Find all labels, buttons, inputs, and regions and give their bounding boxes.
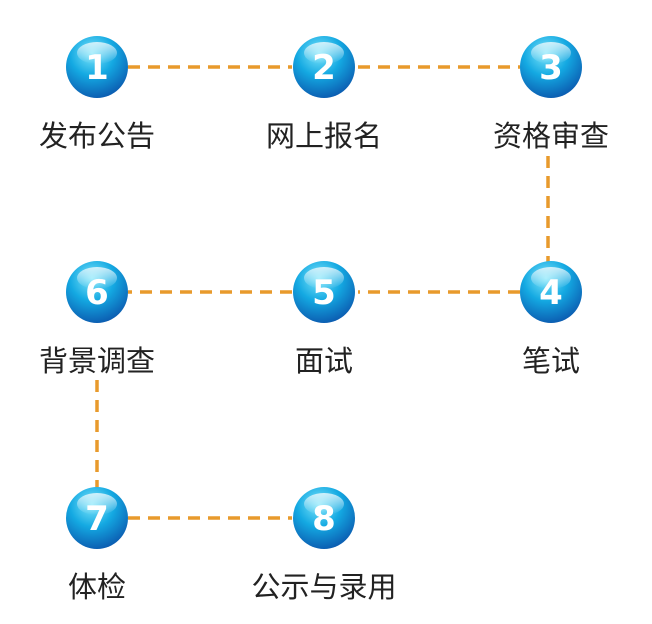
step-node-gloss: [77, 42, 117, 64]
step-label-8: 公示与录用: [251, 570, 396, 604]
step-number-2: 2: [312, 48, 336, 88]
step-node-gloss: [304, 42, 344, 64]
step-number-5: 5: [312, 273, 336, 313]
step-8: 8 公示与录用: [251, 487, 397, 604]
step-5: 5 面试: [293, 261, 355, 378]
step-number-4: 4: [539, 273, 563, 313]
step-node-gloss: [304, 267, 344, 289]
connectors: [95, 65, 550, 520]
step-number-7: 7: [85, 499, 109, 539]
step-6: 6 背景调查: [39, 261, 155, 378]
step-node-gloss: [77, 493, 117, 515]
step-label-4: 笔试: [522, 344, 580, 378]
step-number-6: 6: [85, 273, 109, 313]
step-number-3: 3: [539, 48, 563, 88]
step-label-3: 资格审查: [493, 119, 609, 153]
step-node-gloss: [77, 267, 117, 289]
step-label-1: 发布公告: [39, 119, 155, 153]
step-number-8: 8: [312, 499, 336, 539]
step-4: 4 笔试: [520, 261, 582, 378]
step-3: 3 资格审查: [493, 36, 609, 153]
step-label-6: 背景调查: [39, 344, 155, 378]
step-label-2: 网上报名: [266, 119, 382, 153]
step-node-gloss: [531, 267, 571, 289]
step-label-7: 体检: [68, 570, 126, 604]
step-number-1: 1: [85, 48, 109, 88]
step-2: 2 网上报名: [266, 36, 382, 153]
step-node-gloss: [304, 493, 344, 515]
step-label-5: 面试: [295, 344, 353, 378]
step-1: 1 发布公告: [39, 36, 155, 153]
step-7: 7 体检: [66, 487, 128, 604]
step-node-gloss: [531, 42, 571, 64]
